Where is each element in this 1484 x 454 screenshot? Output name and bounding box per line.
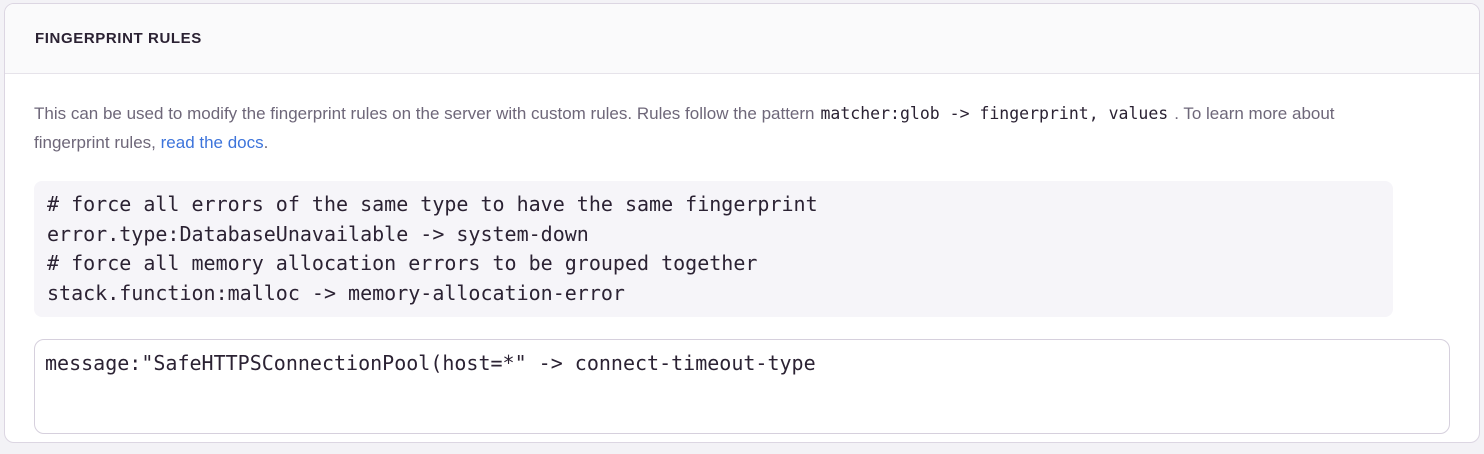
panel-header: FINGERPRINT RULES <box>5 4 1479 74</box>
read-the-docs-link[interactable]: read the docs <box>160 133 264 152</box>
fingerprint-rules-code-example: # force all errors of the same type to h… <box>34 181 1393 317</box>
panel-body: This can be used to modify the fingerpri… <box>5 74 1479 442</box>
field-description: This can be used to modify the fingerpri… <box>34 99 1379 157</box>
fingerprint-rules-panel: FINGERPRINT RULES This can be used to mo… <box>4 3 1480 443</box>
description-text-after: . <box>263 133 269 152</box>
panel-title: FINGERPRINT RULES <box>35 30 202 47</box>
description-text-middle: . To learn more about fingerprint rules, <box>34 104 1335 152</box>
fingerprint-rules-textarea[interactable]: message:"SafeHTTPSConnectionPool(host=*"… <box>34 339 1450 434</box>
pattern-inline-code: matcher:glob -> fingerprint, values <box>820 104 1169 123</box>
description-text-before: This can be used to modify the fingerpri… <box>34 104 815 123</box>
